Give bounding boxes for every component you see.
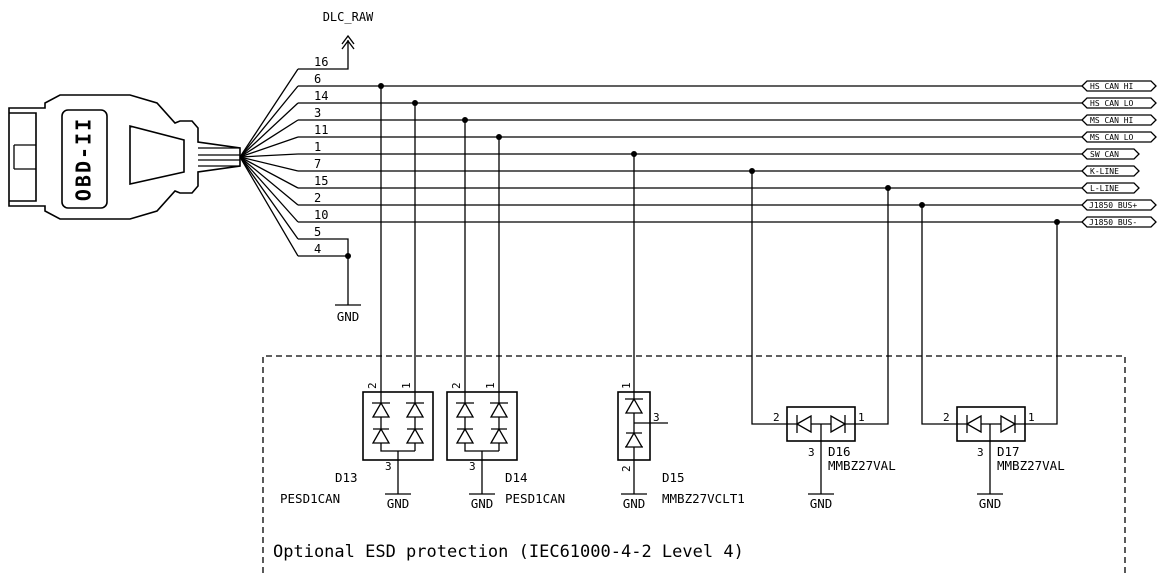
- ground-label: GND: [623, 496, 646, 511]
- diode-d17: 2 1 3 D17 MMBZ27VAL GND: [943, 406, 1065, 511]
- component-ref: D14: [505, 470, 528, 485]
- net-tag-hs-can-lo: HS_CAN_LO: [1090, 99, 1134, 108]
- pin-number: 3: [314, 106, 321, 120]
- obd-connector: OBD-II: [8, 94, 241, 220]
- ground-label: GND: [471, 496, 494, 511]
- pin-number: 15: [314, 174, 328, 188]
- ground-label: GND: [810, 496, 833, 511]
- component-value: PESD1CAN: [280, 491, 340, 506]
- pin-label: 3: [977, 446, 984, 459]
- pin-label: 1: [484, 382, 497, 389]
- net-lines: [335, 85, 1082, 223]
- pin-label: 3: [385, 460, 392, 473]
- component-ref: D13: [335, 470, 358, 485]
- pin-label: 1: [400, 382, 413, 389]
- net-tag-sw-can: SW_CAN: [1090, 150, 1119, 159]
- net-tag-hs-can-hi: HS_CAN_HI: [1090, 82, 1134, 91]
- pin-number: 14: [314, 89, 328, 103]
- diode-d13: 2 1 3 D13 PESD1CAN GND: [280, 382, 434, 511]
- pin-label: 2: [773, 411, 780, 424]
- diode-d16: 2 1 3 D16 MMBZ27VAL GND: [773, 406, 896, 511]
- diode-d15: 1 3 2 D15 MMBZ27VCLT1 GND: [617, 382, 745, 511]
- component-ref: D15: [662, 470, 685, 485]
- esd-protection-box: Optional ESD protection (IEC61000-4-2 Le…: [262, 355, 1126, 573]
- net-tag-ms-can-hi: MS_CAN_HI: [1090, 116, 1134, 125]
- net-tag-j1850-bus-minus: J1850_BUS-: [1089, 218, 1137, 227]
- pin-number: 1: [314, 140, 321, 154]
- pin-label: 1: [1028, 411, 1035, 424]
- component-value: MMBZ27VCLT1: [662, 491, 745, 506]
- pin-label: 2: [620, 465, 633, 472]
- power-net-label: DLC_RAW: [323, 10, 374, 24]
- net-tag-ms-can-lo: MS_CAN_LO: [1090, 133, 1134, 142]
- ground-symbol: GND: [335, 304, 361, 324]
- component-ref: D16: [828, 444, 851, 459]
- pin-number: 7: [314, 157, 321, 171]
- pin-number: 10: [314, 208, 328, 222]
- pin-label: 2: [943, 411, 950, 424]
- pin-number: 6: [314, 72, 321, 86]
- component-value: MMBZ27VAL: [828, 458, 896, 473]
- power-symbol-dlc-raw: DLC_RAW: [323, 10, 374, 50]
- pin-label: 1: [858, 411, 865, 424]
- net-tag-j1850-bus-plus: J1850_BUS+: [1089, 201, 1137, 210]
- pin-label: 2: [450, 382, 463, 389]
- junctions: [378, 83, 1060, 425]
- net-tag-k-line: K-LINE: [1090, 167, 1119, 176]
- net-tags: HS_CAN_HI HS_CAN_LO MS_CAN_HI MS_CAN_LO …: [1081, 80, 1157, 228]
- pin-label: 2: [366, 382, 379, 389]
- component-value: MMBZ27VAL: [997, 458, 1065, 473]
- connector-label: OBD-II: [72, 117, 96, 201]
- esd-note: Optional ESD protection (IEC61000-4-2 Le…: [273, 542, 744, 562]
- ground-label: GND: [337, 309, 360, 324]
- pin-number: 11: [314, 123, 328, 137]
- net-tag-l-line: L-LINE: [1090, 184, 1119, 193]
- pin-label: 3: [653, 411, 660, 424]
- pin-number: 4: [314, 242, 321, 256]
- component-value: PESD1CAN: [505, 491, 565, 506]
- pin-number: 2: [314, 191, 321, 205]
- pin-label: 1: [620, 382, 633, 389]
- ground-label: GND: [387, 496, 410, 511]
- pin-label: 3: [808, 446, 815, 459]
- component-ref: D17: [997, 444, 1020, 459]
- pin-number: 16: [314, 55, 328, 69]
- pin-number: 5: [314, 225, 321, 239]
- connector-pins: 16 6 14 3 11 1 7 15 2 10 5 4: [298, 40, 351, 305]
- pin-label: 3: [469, 460, 476, 473]
- diode-d14: 2 1 3 D14 PESD1CAN GND: [446, 382, 565, 511]
- ground-label: GND: [979, 496, 1002, 511]
- wire-fan: [239, 68, 299, 257]
